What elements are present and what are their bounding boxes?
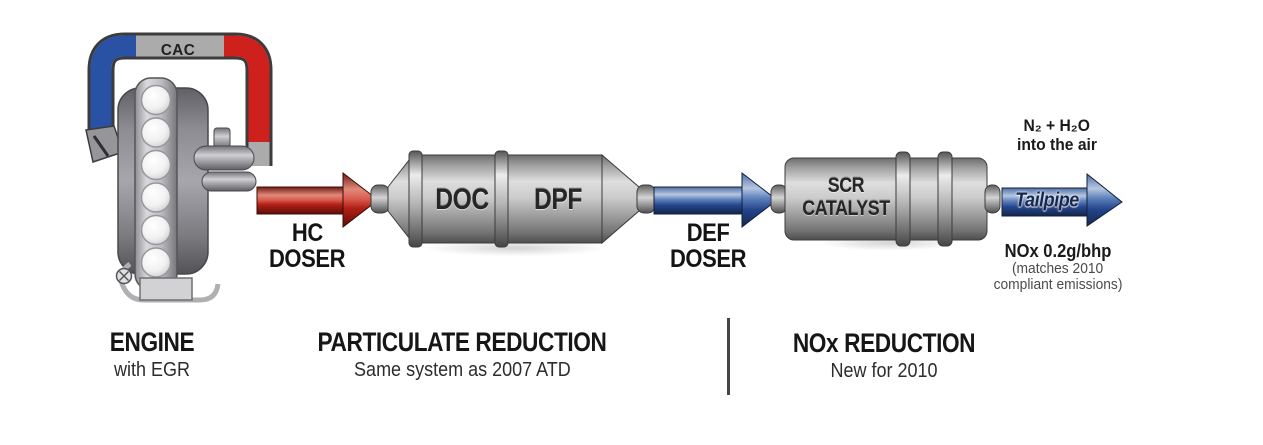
egr-elbow-slash [92, 135, 110, 157]
doc-dpf-band-middle [494, 150, 509, 248]
egr-cooler-upper [193, 145, 255, 171]
egr-cooler-lower [201, 171, 257, 192]
scr-label-line1: SCR [827, 174, 865, 197]
nox-note-line3: compliant emissions) [993, 276, 1123, 293]
dpf-label: DPF [534, 183, 582, 216]
tailpipe-arrow-shaft [1001, 187, 1088, 217]
def-arrow-shaft [653, 186, 744, 215]
particulate-caption-title: PARTICULATE REDUCTION [317, 327, 607, 357]
tailpipe-arrow-icon [1001, 172, 1123, 227]
cac-label: CAC [160, 42, 196, 59]
doc-inlet-nub [370, 184, 390, 214]
dpf-outlet-cone [601, 153, 640, 245]
hc-doser-arrow-icon [256, 171, 379, 229]
def-doser-line2: DOSER [669, 245, 747, 273]
doc-dpf-body [415, 154, 603, 244]
hc-doser-line1: HC [291, 219, 323, 247]
nox-note-line1: NOx 0.2g/bhp [1004, 241, 1112, 261]
engine-caption: ENGINE with EGR [102, 329, 203, 382]
hc-doser-line2: DOSER [268, 245, 346, 273]
scr-label-line2: CATALYST [802, 197, 890, 220]
hc-arrow-shaft [256, 186, 345, 215]
engine-caption-subtitle: with EGR [113, 359, 191, 381]
exhaust-output-line2: into the air [1017, 135, 1097, 154]
cac-loop-hot-segment [224, 35, 270, 142]
scr-canister-graphic [770, 151, 1001, 247]
cac-loop-cold-segment [90, 35, 136, 134]
hc-doser-label: HC DOSER [264, 220, 350, 272]
doc-dpf-canister-graphic [370, 150, 656, 248]
nox-note-line2: (matches 2010 [1012, 260, 1104, 277]
exhaust-output-line1: N₂ + H₂O [1023, 116, 1091, 135]
nox-caption-subtitle: New for 2010 [830, 360, 938, 382]
nox-caption-title: NOx REDUCTION [792, 328, 976, 358]
def-arrow-head [741, 171, 778, 229]
def-doser-label: DEF DOSER [665, 220, 751, 272]
hc-arrow-head [342, 171, 379, 229]
tailpipe-arrow-head [1086, 172, 1123, 227]
engine-graphic [85, 32, 273, 303]
oil-pan [139, 277, 193, 301]
engine-caption-title: ENGINE [109, 327, 195, 357]
particulate-caption-subtitle: Same system as 2007 ATD [353, 359, 571, 381]
section-divider [727, 318, 730, 395]
tailpipe-label: Tailpipe [1015, 189, 1079, 212]
def-doser-line1: DEF [686, 219, 730, 247]
scr-outlet-nub [984, 184, 1001, 214]
doc-band-left [408, 150, 423, 248]
valve-cross [118, 270, 130, 282]
particulate-caption: PARTICULATE REDUCTION Same system as 200… [290, 329, 634, 382]
def-doser-arrow-icon [653, 171, 778, 229]
nox-note-text: NOx 0.2g/bhp (matches 2010 compliant emi… [988, 241, 1128, 293]
exhaust-output-text: N₂ + H₂O into the air [1014, 116, 1101, 154]
scr-band-left [895, 151, 911, 247]
nox-caption: NOx REDUCTION New for 2010 [775, 330, 992, 383]
pistons [140, 84, 172, 278]
doc-label: DOC [435, 183, 489, 216]
scr-band-right [937, 151, 953, 247]
scr-label: SCR CATALYST [795, 174, 898, 220]
